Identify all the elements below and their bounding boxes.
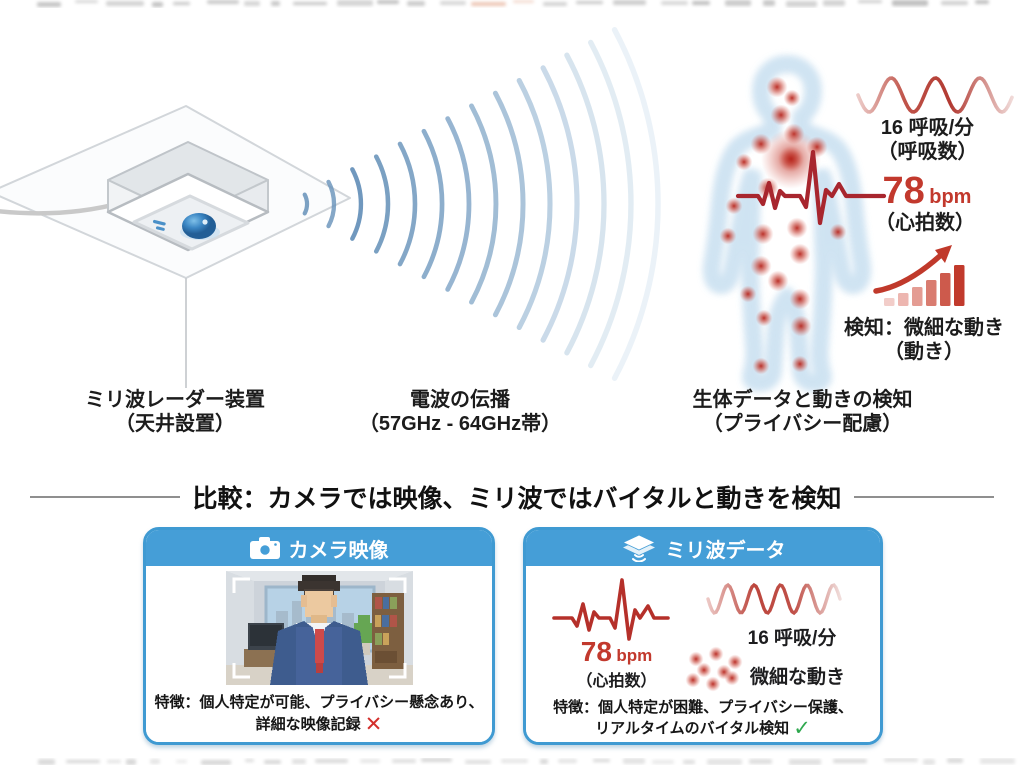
mmwave-card: ミリ波データ 78 bpm （心拍数）: [523, 527, 883, 745]
card-motion-label: 微細な動き: [750, 667, 846, 688]
camera-feed-image: [226, 571, 413, 685]
mmwave-sensor-icon: [621, 534, 656, 562]
cross-mark-icon: ✕: [364, 713, 383, 736]
device-caption: ミリ波レーダー装置 （天井設置）: [85, 389, 265, 435]
heart-rate-number: 78: [882, 170, 925, 212]
check-mark-icon: ✓: [793, 717, 811, 740]
card-heart-rate: 78 bpm: [580, 636, 653, 667]
card-ecg-line: [552, 578, 670, 641]
heart-rate-unit: bpm: [929, 186, 972, 208]
mmwave-card-title: ミリ波データ: [665, 539, 786, 562]
camera-card: カメラ映像: [143, 527, 495, 745]
mmwave-card-body: 78 bpm （心拍数） 16 呼吸/分 微細な動き 特徴：個人特定が困難、プラ…: [526, 566, 880, 742]
divider-line-left: [30, 496, 181, 498]
camera-card-title: カメラ映像: [288, 539, 389, 562]
heart-rate-value: 78 bpm: [852, 172, 1002, 210]
mmwave-feature-line1: 特徴：個人特定が困難、プライバシー保護、: [553, 699, 853, 716]
card-heart-rate-caption: （心拍数）: [576, 673, 657, 690]
comparison-title-row: 比較：カメラでは映像、ミリ波ではバイタルと動きを検知: [0, 479, 1024, 515]
human-body-figure: [712, 56, 862, 391]
camera-feature-line1: 特徴：個人特定が可能、プライバシー懸念あり、: [154, 694, 484, 711]
propagation-caption: 電波の伝播 （57GHz - 64GHz帯）: [358, 389, 562, 435]
device-indicator-lights: [152, 219, 166, 231]
breath-rate-value: 16 呼吸/分: [880, 117, 975, 139]
camera-card-body: 特徴：個人特定が可能、プライバシー懸念あり、 詳細な映像記録 ✕: [146, 566, 492, 742]
mmwave-data-graphic: [552, 578, 842, 692]
divider-line-right: [853, 496, 994, 498]
scene-graphic: [0, 27, 1014, 391]
card-motion-dots: [685, 646, 743, 692]
cropped-bottom-artifact: [0, 758, 1024, 765]
card-breath-label: 16 呼吸/分: [747, 628, 837, 649]
camera-icon: [249, 537, 280, 559]
radio-wave-arcs: [302, 27, 661, 381]
comparison-title: 比較：カメラでは映像、ミリ波ではバイタルと動きを検知: [192, 485, 842, 513]
viewfinder-corners: [232, 577, 407, 679]
mmwave-radar-device: [106, 141, 270, 252]
ecg-heartbeat-line: [735, 149, 887, 226]
motion-detection-caption: （動き）: [884, 341, 964, 363]
rising-arrow: [873, 252, 944, 294]
mmwave-feature-line2: リアルタイムのバイタル検知 ✓: [595, 717, 811, 740]
motion-detection-label: 検知：微細な動き: [844, 317, 1004, 339]
device-lens: [182, 213, 216, 239]
breath-rate-caption: （呼吸数）: [877, 141, 978, 163]
heart-rate-caption: （心拍数）: [875, 212, 975, 234]
camera-feature-line2: 詳細な映像記録 ✕: [255, 713, 383, 736]
card-breathing-wave: [706, 582, 842, 616]
detection-caption: 生体データと動きの検知 （プライバシー配慮）: [692, 389, 913, 435]
motion-bar-chart: [873, 245, 965, 306]
camera-card-header: カメラ映像: [146, 530, 492, 566]
mmwave-card-header: ミリ波データ: [526, 530, 880, 566]
breathing-wave: [856, 76, 1014, 114]
